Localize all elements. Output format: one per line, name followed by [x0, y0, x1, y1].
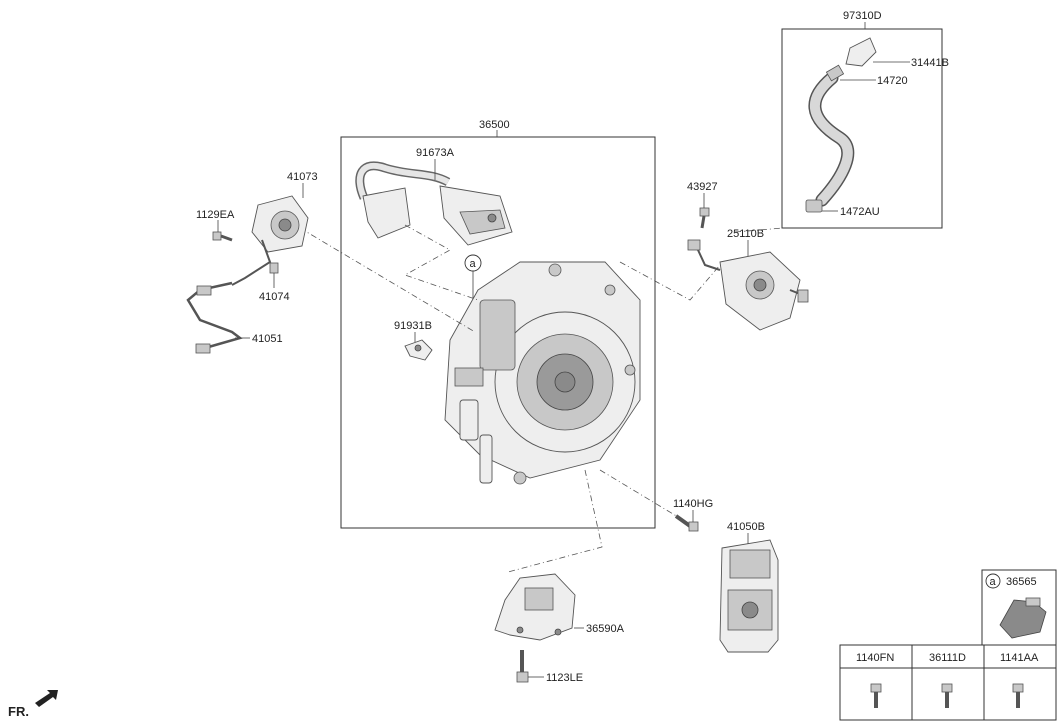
front-label: FR. — [8, 704, 29, 719]
callout-a-inset-circle — [985, 573, 1001, 589]
bracket-91931B-drawing — [404, 339, 433, 361]
bracket-36590A-drawing — [494, 573, 576, 641]
front-direction-indicator: FR. — [8, 690, 58, 719]
legend-header-1140FN: 1140FN — [856, 652, 894, 664]
box-97310D — [781, 28, 943, 229]
sensor-36565-drawing — [999, 597, 1047, 639]
motor-assembly-drawing — [444, 261, 641, 485]
callout-a-inset-letter: a — [990, 576, 997, 588]
harness-91673A-drawing — [355, 161, 513, 246]
label-1129EA: 1129EA — [196, 209, 235, 221]
label-91931B: 91931B — [394, 320, 432, 332]
bolt-1129EA-drawing — [212, 231, 233, 242]
label-14720: 14720 — [877, 75, 908, 87]
bolt-1140HG-drawing — [674, 514, 699, 532]
sensor-41073-drawing — [231, 195, 309, 286]
front-arrow-icon — [35, 690, 58, 707]
legend-header-36111D: 36111D — [929, 652, 966, 664]
label-91673A: 91673A — [416, 147, 455, 159]
label-43927: 43927 — [687, 181, 718, 193]
legend-header-1141AA: 1141AA — [1000, 652, 1039, 664]
label-41050B: 41050B — [727, 521, 765, 533]
label-97310D: 97310D — [843, 10, 882, 22]
label-1140HG: 1140HG — [673, 498, 713, 510]
pump-25110B-drawing — [687, 239, 809, 331]
label-41051: 41051 — [252, 333, 283, 345]
bolt-36111D-drawing — [941, 683, 953, 708]
hose-97310D-drawing — [805, 37, 877, 213]
label-36565: 36565 — [1006, 576, 1037, 588]
bolt-1123LE-drawing — [516, 650, 529, 683]
box-36500 — [340, 136, 656, 529]
label-25110B: 25110B — [727, 228, 764, 240]
label-41074: 41074 — [259, 291, 290, 303]
bolt-1140FN-drawing — [870, 683, 882, 708]
actuator-41050B-drawing — [719, 539, 779, 653]
bolt-43927-drawing — [699, 207, 710, 229]
label-31441B: 31441B — [911, 57, 949, 69]
legend-table: 1140FN 36111D 1141AA — [839, 644, 1057, 721]
label-36590A: 36590A — [586, 623, 625, 635]
label-41073: 41073 — [287, 171, 318, 183]
cable-41051-drawing — [186, 281, 243, 354]
label-1472AU: 1472AU — [840, 206, 880, 218]
bolt-1141AA-drawing — [1012, 683, 1024, 708]
clip-41074-drawing — [269, 262, 279, 274]
label-1123LE: 1123LE — [546, 672, 583, 684]
label-36500: 36500 — [479, 119, 510, 131]
callout-a-letter: a — [470, 258, 477, 270]
